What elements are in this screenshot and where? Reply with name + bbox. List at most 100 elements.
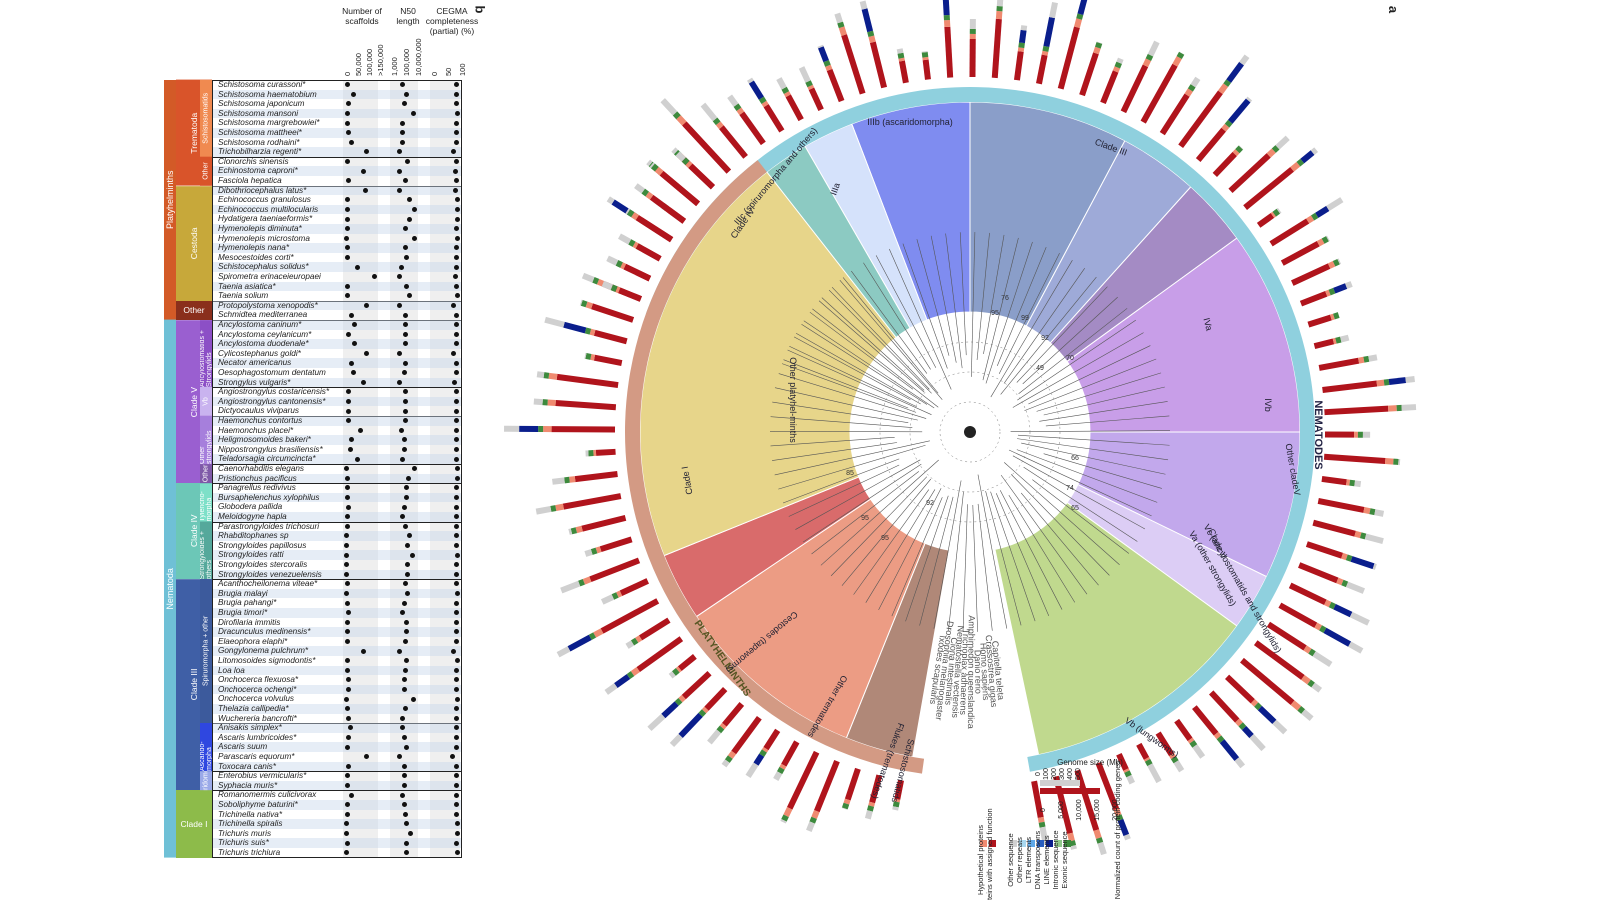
- genome-bar: [1259, 215, 1273, 225]
- genome-bar: [786, 808, 790, 815]
- taxon-group-bar: Tylencho-morpha: [200, 483, 212, 521]
- clade-label: Other platyhel-minths: [788, 357, 798, 443]
- genome-bar: [817, 761, 837, 811]
- genome-bar: [674, 670, 678, 673]
- genome-bar: [1194, 707, 1216, 734]
- genome-bar: [613, 595, 618, 597]
- genome-bar: [1045, 51, 1046, 55]
- genome-bar: [1385, 461, 1393, 462]
- axis-tick-label: 1,000: [390, 57, 399, 76]
- genome-bar: [556, 403, 616, 407]
- genome-bar: [1323, 383, 1377, 389]
- genome-bar: [1298, 161, 1302, 164]
- genome-bar: [1292, 266, 1329, 283]
- genome-bar: [1402, 407, 1416, 408]
- genome-bar: [1364, 510, 1370, 511]
- genome-bar: [569, 637, 590, 648]
- genome-bar: [557, 377, 618, 385]
- taxon-group-bar: Vb: [200, 387, 212, 416]
- genome-bar: [863, 1, 865, 9]
- taxon-group-bar: Other: [200, 157, 212, 186]
- genome-bar: [1361, 535, 1366, 536]
- genome-bar: [1129, 776, 1132, 783]
- genome-bar: [766, 730, 778, 748]
- genome-bar: [1334, 286, 1346, 291]
- genome-bar: [637, 246, 660, 259]
- genome-bar: [680, 697, 683, 700]
- genome-bar: [1336, 340, 1341, 341]
- genome-bar: [684, 159, 688, 162]
- legend-item-label: Other sequence: [1006, 833, 1015, 886]
- genome-bar: [677, 700, 681, 703]
- genome-bar: [1103, 72, 1116, 103]
- genome-bar: [900, 49, 901, 53]
- genome-bar: [1309, 682, 1313, 685]
- genome-bar: [616, 289, 619, 290]
- genome-bar: [925, 52, 926, 57]
- taxon-bar: Platyhelminths: [164, 80, 176, 320]
- genome-bar: [1187, 90, 1190, 95]
- genome-bar: [846, 800, 847, 804]
- genome-bar: [1193, 78, 1198, 85]
- genome-bar: [703, 105, 715, 120]
- genome-bar: [587, 304, 592, 306]
- genome-bar: [1190, 739, 1192, 742]
- genome-bar: [1145, 60, 1148, 66]
- axis-tick-label: 100,000: [365, 49, 374, 76]
- genome-bar: [1299, 565, 1337, 580]
- axis-tick-label: 100,000: [402, 49, 411, 76]
- genome-bar: [672, 736, 681, 745]
- genome-bar: [784, 88, 786, 92]
- bootstrap-value: 66: [1071, 455, 1079, 462]
- genome-bar: [1123, 66, 1145, 112]
- legend-tick: 300: [1059, 768, 1066, 780]
- genome-bar: [1227, 677, 1253, 702]
- genome-bar: [628, 674, 632, 677]
- genome-bar: [701, 711, 704, 715]
- genome-bar: [1139, 744, 1147, 758]
- genome-bar: [1219, 737, 1222, 741]
- genome-bar: [1347, 557, 1352, 559]
- genome-bar: [1226, 81, 1229, 85]
- genome-bar: [1316, 625, 1321, 628]
- genome-bar: [563, 496, 620, 507]
- genome-bar: [1374, 566, 1376, 567]
- legend-tick: 500: [1075, 768, 1082, 780]
- genome-bar: [1313, 215, 1317, 218]
- genome-bar: [549, 376, 557, 377]
- axis-tick-label: 100: [458, 63, 467, 76]
- genome-bar: [1272, 214, 1274, 215]
- genome-bar: [1237, 721, 1240, 725]
- genome-bar: [584, 579, 590, 582]
- genome-bar: [636, 186, 643, 191]
- axis-tick-label: 50: [444, 68, 453, 76]
- genome-bar: [662, 173, 698, 204]
- genome-bar: [730, 96, 736, 105]
- genome-bar: [651, 165, 653, 166]
- genome-bar: [808, 81, 810, 86]
- genome-bar: [1301, 294, 1326, 304]
- genome-bar: [840, 23, 842, 28]
- genome-bar: [551, 508, 556, 509]
- bootstrap-value: 49: [1036, 365, 1044, 372]
- genome-bar: [593, 280, 598, 282]
- genome-bar: [1151, 42, 1157, 55]
- genome-bar: [564, 325, 586, 331]
- genome-bar: [1278, 210, 1279, 211]
- genome-bar: [586, 330, 591, 331]
- genome-bar: [608, 199, 613, 202]
- panel-a-letter: a: [1386, 6, 1401, 13]
- genome-bar: [1318, 501, 1364, 510]
- taxon-group-bar: Ancylostomatids + Strongylids: [200, 320, 212, 387]
- genome-bar: [1331, 317, 1334, 318]
- genome-bar: [1313, 150, 1317, 153]
- genome-bar: [1148, 760, 1150, 764]
- genome-bar: [558, 649, 569, 655]
- genome-bar: [583, 276, 593, 280]
- legend-tick: 10,000: [1076, 799, 1083, 821]
- genome-bar: [900, 53, 901, 58]
- genome-bar: [612, 287, 617, 289]
- genome-bar: [1308, 218, 1313, 221]
- genome-bar: [681, 715, 701, 736]
- genome-bar: [590, 635, 594, 637]
